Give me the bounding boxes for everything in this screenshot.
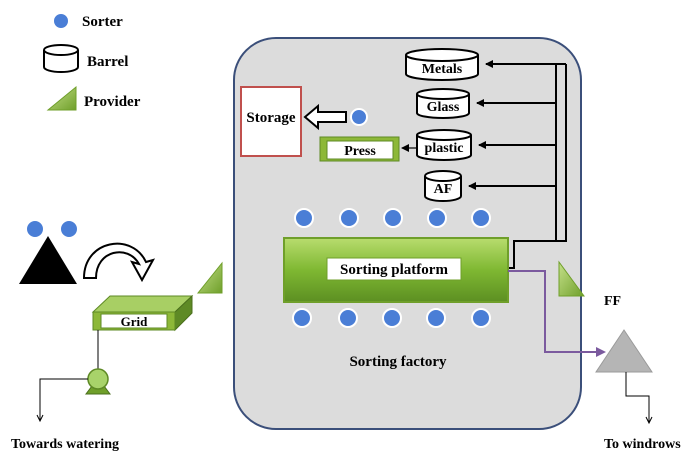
watering-line xyxy=(39,378,88,420)
barrel-af xyxy=(424,170,462,202)
windrows-arrowhead xyxy=(645,416,653,425)
sorter xyxy=(426,308,446,328)
grid-label: Grid xyxy=(121,314,148,329)
sorter xyxy=(427,208,447,228)
barrel-metals-label: Metals xyxy=(422,62,463,77)
sorter xyxy=(471,208,491,228)
barrel-af-label: AF xyxy=(434,182,453,197)
windrows-line xyxy=(625,372,650,422)
sorting-platform-label: Sorting platform xyxy=(340,262,448,278)
sorter xyxy=(382,308,402,328)
legend-barrel-icon xyxy=(43,44,79,73)
legend-sorter-icon xyxy=(52,12,70,30)
provider-right xyxy=(558,260,585,297)
towards-watering-label: Towards watering xyxy=(11,437,119,452)
barrel-plastic xyxy=(416,129,472,161)
barrel-glass xyxy=(416,88,470,119)
barrel-feed-lines xyxy=(468,60,567,269)
top-sorters xyxy=(294,208,491,228)
barrel-metals xyxy=(405,48,479,81)
waste-pile-icon xyxy=(19,236,77,284)
press-label: Press xyxy=(344,144,376,159)
watering-arrowhead xyxy=(36,414,44,423)
storage-label: Storage xyxy=(246,110,295,126)
grid-box xyxy=(91,294,194,332)
sorter xyxy=(292,308,312,328)
press-sorter xyxy=(350,108,368,126)
legend: Sorter Barrel Provider xyxy=(43,12,141,111)
sorter xyxy=(339,208,359,228)
provider-left xyxy=(196,261,223,294)
bottom-sorters xyxy=(292,308,491,328)
legend-provider-label: Provider xyxy=(84,94,141,110)
sorting-factory-label: Sorting factory xyxy=(349,354,447,370)
barrel-glass-label: Glass xyxy=(427,100,460,115)
storage-box xyxy=(240,86,302,157)
press-box xyxy=(319,136,400,162)
curved-transfer-arrow xyxy=(82,242,156,283)
to-windrows-label: To windrows xyxy=(604,437,681,452)
platform-to-ff-line xyxy=(508,270,606,357)
legend-sorter-label: Sorter xyxy=(82,14,123,30)
sorter xyxy=(294,208,314,228)
input-sorter-2 xyxy=(59,219,79,239)
ff-label: FF xyxy=(604,294,621,309)
sorter xyxy=(338,308,358,328)
sorting-factory-box xyxy=(233,37,582,430)
barrel-plastic-label: plastic xyxy=(425,141,464,156)
legend-barrel-label: Barrel xyxy=(87,54,128,70)
pump-icon xyxy=(85,368,111,395)
sorter xyxy=(471,308,491,328)
sorter xyxy=(383,208,403,228)
input-sorter-1 xyxy=(25,219,45,239)
legend-provider-icon xyxy=(46,85,77,111)
compost-pile-icon xyxy=(595,329,653,373)
to-storage-arrow xyxy=(303,103,347,131)
